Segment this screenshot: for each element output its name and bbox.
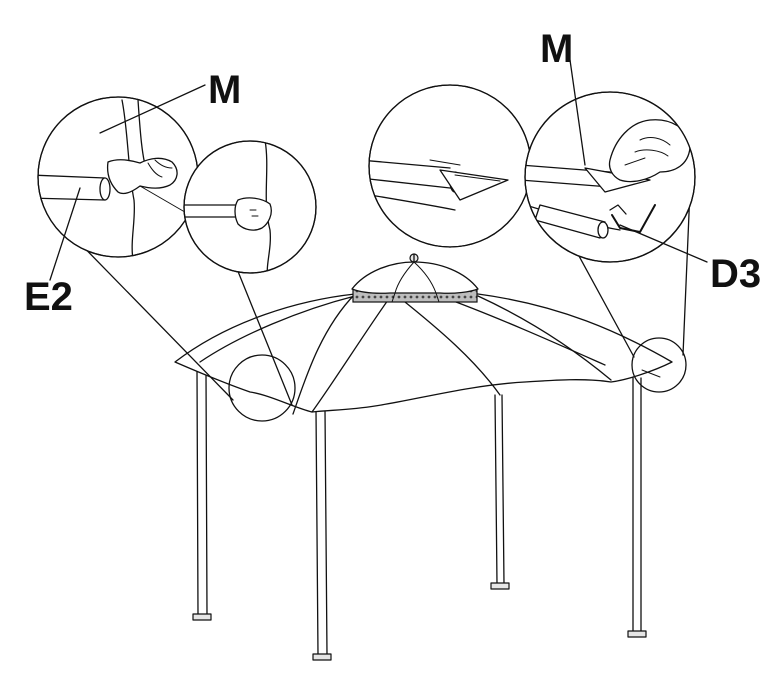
gazebo-legs (192, 369, 647, 661)
leg-right (627, 377, 647, 638)
leg-front-center (312, 409, 332, 661)
hand-holding-tab (106, 157, 178, 195)
pole-end-tip (439, 169, 509, 201)
gazebo-canopy (174, 253, 673, 415)
canopy-seam-2 (311, 299, 389, 413)
leader-m-left (99, 84, 206, 134)
vent-cap (351, 261, 479, 294)
label-m-right: M (540, 27, 573, 71)
tab-secured (234, 197, 272, 231)
label-m-left: M (208, 68, 241, 112)
canopy-roof (174, 293, 673, 413)
detail-circle-3 (368, 84, 532, 248)
leg-front-left (192, 369, 212, 621)
detail-circle-4 (524, 91, 696, 263)
leg-back-center (490, 394, 510, 590)
canopy-seam-3 (477, 295, 612, 381)
canopy-seam-6 (199, 295, 356, 363)
detail-marker-right (631, 337, 687, 393)
canopy-seam-1 (292, 293, 356, 415)
detail-circle-2 (183, 140, 317, 274)
canopy-top-vent (351, 253, 479, 303)
detail-circle-1 (37, 96, 199, 258)
label-d3: D3 (710, 252, 761, 296)
leader-e2 (49, 187, 81, 281)
canopy-seam-4 (399, 297, 501, 396)
label-e2: E2 (24, 275, 73, 319)
detail-marker-left (228, 354, 296, 422)
hand-with-glove (608, 119, 691, 183)
canopy-seam-5 (439, 295, 606, 366)
leader-m-right (569, 59, 586, 166)
allen-wrench-d3 (611, 204, 656, 233)
leader-d3 (619, 224, 708, 263)
